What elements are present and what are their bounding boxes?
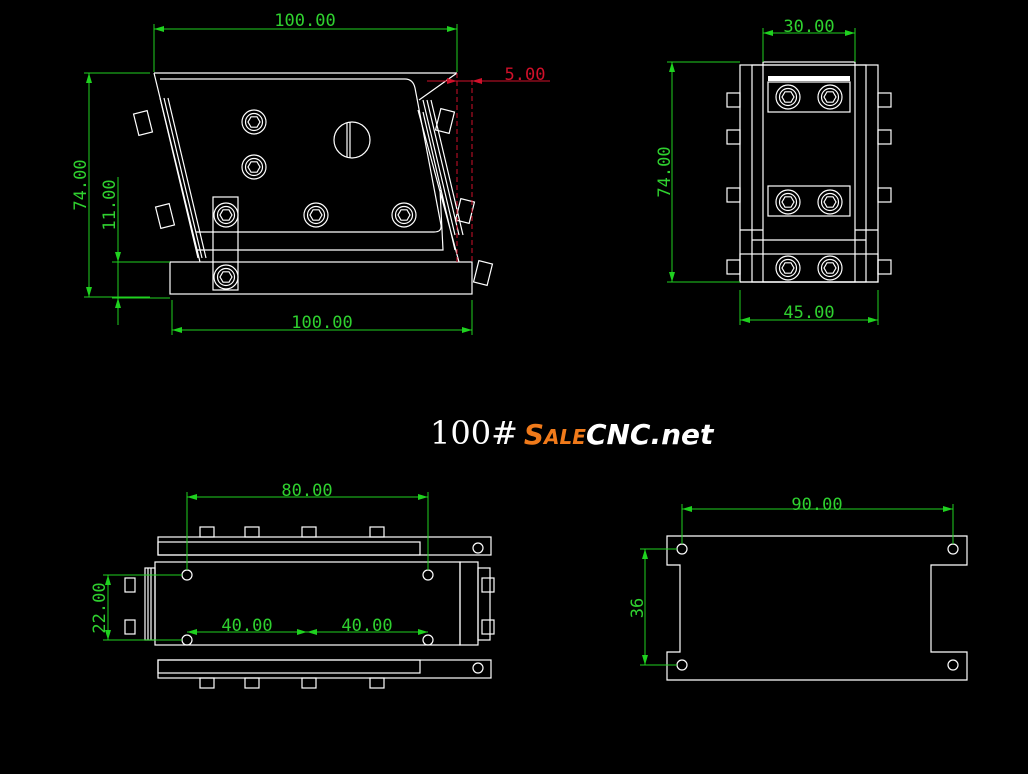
dim-end-top-width: 30.00	[783, 17, 834, 37]
dim-side-top-width: 100.00	[274, 11, 335, 31]
model-number: 100#	[430, 414, 518, 452]
dim-top-width: 22.00	[90, 582, 110, 633]
dim-end-bottom-width: 45.00	[783, 303, 834, 323]
dim-plate-hole-pitch: 36	[628, 598, 648, 618]
dim-top-spacing-left: 40.00	[221, 616, 272, 636]
plate-view: 90.00 36	[628, 495, 968, 681]
brand-logo: SaleCNC.net	[524, 418, 714, 451]
dim-side-base-width: 100.00	[291, 313, 352, 333]
dim-top-spacing-right: 40.00	[341, 616, 392, 636]
side-body-outline	[153, 72, 457, 263]
dim-end-height: 74.00	[655, 146, 675, 197]
top-view: 80.00 22.00 40.00 40.00	[90, 481, 495, 689]
dim-side-offset: 5.00	[505, 65, 546, 85]
side-strap	[212, 196, 239, 291]
dim-side-height: 74.00	[71, 159, 91, 210]
adjust-screw	[333, 121, 371, 159]
side-view: 100.00 5.00 74.00 11.00 100.00	[71, 11, 550, 335]
drawing-title: 100# SaleCNC.net	[430, 414, 713, 452]
dim-side-base-height: 11.00	[100, 179, 120, 230]
side-base	[169, 261, 473, 295]
brand-part1: Sale	[523, 418, 586, 451]
dim-plate-hole-spacing: 90.00	[791, 495, 842, 515]
dim-top-hole-spacing: 80.00	[281, 481, 332, 501]
end-view: 30.00 74.00 45.00	[655, 17, 892, 325]
brand-part2: CNC.net	[585, 418, 714, 451]
